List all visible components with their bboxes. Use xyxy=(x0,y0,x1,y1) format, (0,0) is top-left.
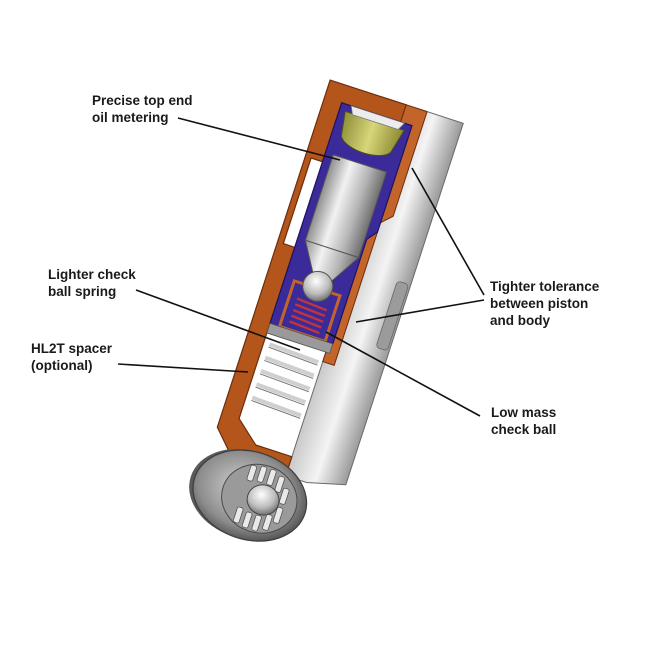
leader-check-ball xyxy=(325,331,481,417)
callout-spacer-line-1: HL2T spacer xyxy=(31,341,113,356)
callout-oil-metering: Precise top end oil metering xyxy=(92,92,193,126)
callout-check-ball: Low mass check ball xyxy=(491,404,556,438)
callout-tolerance-line-2: between piston xyxy=(490,296,589,311)
axle xyxy=(246,484,280,516)
callout-check-ball-line-2: check ball xyxy=(491,422,557,437)
seat-top-cup xyxy=(350,105,406,131)
callout-tolerance-line-3: and body xyxy=(490,313,550,328)
callout-spring-line-1: Lighter check xyxy=(48,267,136,282)
leader-spacer xyxy=(117,363,249,373)
check-ball xyxy=(302,270,334,302)
pushrod-seat xyxy=(340,110,405,157)
callout-check-ball-spring: Lighter check ball spring xyxy=(48,266,136,300)
callout-tolerance: Tighter tolerance between piston and bod… xyxy=(490,278,599,329)
leader-tolerance-lower xyxy=(355,299,485,323)
lifter-assembly xyxy=(189,79,464,542)
callout-spacer-line-2: (optional) xyxy=(31,358,93,373)
leader-tolerance-upper xyxy=(411,167,485,296)
callout-check-ball-line-1: Low mass xyxy=(491,405,557,420)
callout-spring-line-2: ball spring xyxy=(48,284,117,299)
callout-oil-metering-line-1: Precise top end xyxy=(92,93,193,108)
callout-spacer: HL2T spacer (optional) xyxy=(31,340,112,374)
callout-oil-metering-line-2: oil metering xyxy=(92,110,169,125)
piston-taper xyxy=(304,239,360,282)
roller-wheel xyxy=(189,448,308,542)
leader-spring xyxy=(135,289,301,351)
leader-oil-metering xyxy=(177,117,341,161)
lifter-body-outer xyxy=(285,104,464,486)
leader-lines xyxy=(117,117,485,417)
plunger-spring-shadow xyxy=(251,346,318,419)
plunger-spring xyxy=(251,342,320,418)
needle-bearings xyxy=(233,464,290,532)
callout-tolerance-line-1: Tighter tolerance xyxy=(490,279,600,294)
spacer-ring xyxy=(266,322,334,354)
check-ball-spring xyxy=(289,297,328,335)
